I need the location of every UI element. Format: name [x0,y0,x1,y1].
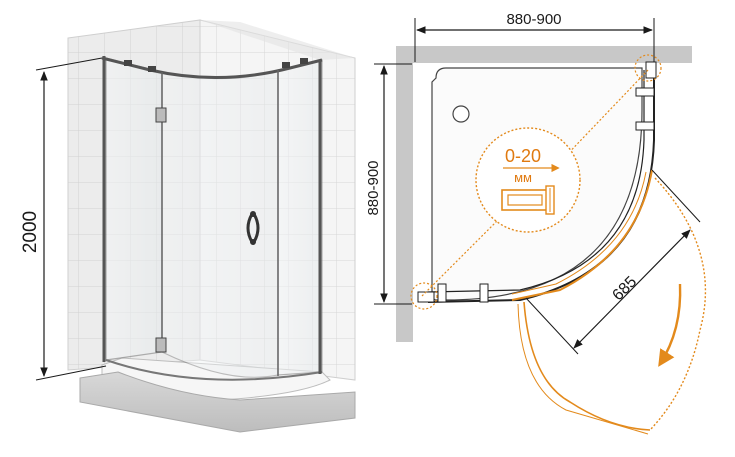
height-label: 2000 [20,211,41,253]
rail-clamp-icon [148,66,156,72]
top-rail [101,56,323,79]
door-open-path-inner [517,303,649,435]
width-label: 880-900 [506,11,561,28]
door-ext-top [651,169,701,223]
side-glass-panel [277,59,323,376]
profile-section-icon [501,185,555,215]
door-ext-bottom [525,297,579,355]
adjust-range-label: 0-20 [505,146,541,166]
bottom-rail [105,359,323,381]
rotation-arrow-icon [658,283,682,367]
rail-clamp-icon [282,62,290,68]
clamp-icon [635,87,655,97]
height-ext-top [35,57,103,71]
floor-plinth [79,371,356,433]
callout-line [559,69,649,163]
shower-3d-view: 2000 [20,19,356,433]
adjust-unit-label: мм [514,170,532,185]
wall-profile-top-icon [645,61,657,79]
wall-profile-left-icon [417,291,435,303]
clamp-icon [635,121,655,131]
fixed-glass-panel [105,57,163,361]
wall-top-band [200,20,355,60]
curved-door-panel [161,69,279,378]
door-width-label: 685 [609,273,640,304]
callout-line [421,197,521,297]
wall-left [396,46,413,342]
door-dimension-line [573,229,691,349]
door-handle-icon [246,211,260,245]
rail-clamp-icon [124,60,132,66]
callout-ring-small [634,54,662,82]
clamp-icon [437,283,447,303]
shower-plan-view: 0-20 мм 880-900 880-900 685 [365,11,707,435]
callout-ring-small [410,282,438,310]
drain-icon [452,105,470,123]
height-ext-bottom [35,365,107,381]
depth-label: 880-900 [365,160,382,215]
door-open-path [523,301,651,431]
door-swing-arc [649,177,707,431]
clamp-icon [479,283,489,303]
wall-top [396,46,692,63]
hinge-top-icon [155,107,167,123]
rail-clamp-icon [300,58,308,64]
hinge-bottom-icon [155,337,167,353]
